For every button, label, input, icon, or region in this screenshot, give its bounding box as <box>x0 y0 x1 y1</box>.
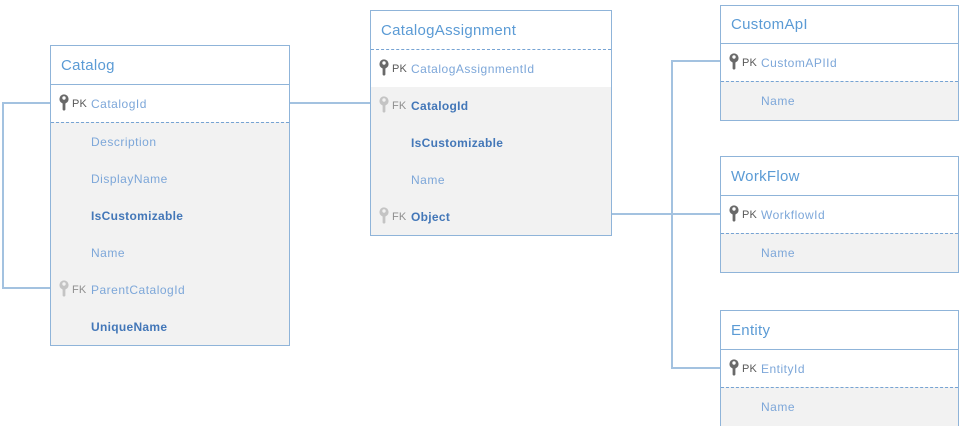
field-name: CatalogId <box>411 98 469 113</box>
field-row: IsCustomizable <box>371 124 611 161</box>
field-name: ParentCatalogId <box>91 282 186 297</box>
field-row: Name <box>51 234 289 271</box>
table-title: Entity <box>721 311 958 350</box>
entity-table-entity[interactable]: Entity PK EntityId Name <box>720 310 959 426</box>
field-name: Name <box>411 172 446 187</box>
attributes-section: Name <box>721 81 958 120</box>
entity-table-workflow[interactable]: WorkFlow PK WorkflowId Name <box>720 156 959 273</box>
attributes-section: Name <box>721 233 958 272</box>
pk-section: PK CatalogId <box>51 85 289 122</box>
table-title-text: Catalog <box>61 56 115 74</box>
key-cell: PK <box>721 358 761 379</box>
field-row: Name <box>721 82 958 120</box>
field-row: DisplayName <box>51 160 289 197</box>
key-type-label: FK <box>392 210 407 223</box>
field-row: FK ParentCatalogId <box>51 271 289 308</box>
field-row: Name <box>721 234 958 272</box>
catalog-self-reference-connector <box>2 102 50 289</box>
table-title: Catalog <box>51 46 289 85</box>
field-row: IsCustomizable <box>51 197 289 234</box>
fk-key-icon <box>379 206 389 224</box>
entity-table-customapi[interactable]: CustomApI PK CustomAPIId Name <box>720 5 959 121</box>
key-type-label: PK <box>742 362 758 375</box>
field-name: Name <box>761 400 796 414</box>
attributes-section: FK CatalogId IsCustomizable Name FK Obje… <box>371 87 611 235</box>
field-row: Name <box>371 161 611 198</box>
key-type-label: PK <box>392 62 408 75</box>
key-cell: PK <box>721 204 761 225</box>
field-name: Object <box>411 209 451 224</box>
table-title: CustomApI <box>721 6 958 44</box>
pk-key-icon <box>729 204 739 222</box>
entity-table-catalog[interactable]: Catalog PK CatalogId Description Display… <box>50 45 290 346</box>
key-type-label: PK <box>742 208 758 221</box>
pk-key-icon <box>59 93 69 111</box>
pk-key-icon <box>729 358 739 376</box>
pk-section: PK WorkflowId <box>721 196 958 233</box>
field-name: Name <box>91 245 126 260</box>
key-cell: FK <box>371 206 411 227</box>
field-name: Description <box>91 134 157 149</box>
field-name: UniqueName <box>91 319 168 334</box>
field-name: Name <box>761 246 796 260</box>
key-cell: PK <box>371 58 411 79</box>
table-title-text: CustomApI <box>731 16 808 33</box>
field-row: Description <box>51 123 289 160</box>
key-cell: PK <box>721 52 761 73</box>
field-row: PK CustomAPIId <box>721 44 958 81</box>
field-name: CatalogId <box>91 96 147 111</box>
attributes-section: Description DisplayName IsCustomizable N… <box>51 122 289 345</box>
entity-table-catalogassignment[interactable]: CatalogAssignment PK CatalogAssignmentId… <box>370 10 612 236</box>
key-cell: PK <box>51 93 91 114</box>
pk-section: PK CatalogAssignmentId <box>371 50 611 87</box>
table-title: CatalogAssignment <box>371 11 611 50</box>
field-name: EntityId <box>761 361 806 376</box>
table-title-text: WorkFlow <box>731 167 800 185</box>
key-type-label: PK <box>742 56 758 69</box>
field-name: IsCustomizable <box>411 135 504 150</box>
fk-key-icon <box>59 279 69 297</box>
field-row: Name <box>721 388 958 426</box>
key-cell: FK <box>51 279 91 300</box>
field-row: PK WorkflowId <box>721 196 958 233</box>
object-customapi-entity-connector <box>671 60 720 369</box>
field-name: Name <box>761 94 796 108</box>
pk-section: PK CustomAPIId <box>721 44 958 81</box>
field-row: PK EntityId <box>721 350 958 387</box>
pk-key-icon <box>729 52 739 70</box>
key-type-label: FK <box>72 283 87 296</box>
field-row: FK CatalogId <box>371 87 611 124</box>
table-title: WorkFlow <box>721 157 958 196</box>
field-name: WorkflowId <box>761 207 826 222</box>
pk-key-icon <box>379 58 389 76</box>
field-name: IsCustomizable <box>91 208 184 223</box>
key-cell: FK <box>371 95 411 116</box>
fk-key-icon <box>379 95 389 113</box>
field-row: PK CatalogAssignmentId <box>371 50 611 87</box>
field-name: CatalogAssignmentId <box>411 61 535 76</box>
field-row: PK CatalogId <box>51 85 289 122</box>
key-type-label: FK <box>392 99 407 112</box>
field-name: DisplayName <box>91 171 168 186</box>
field-row: FK Object <box>371 198 611 235</box>
key-type-label: PK <box>72 97 88 110</box>
attributes-section: Name <box>721 387 958 426</box>
field-row: UniqueName <box>51 308 289 345</box>
field-name: CustomAPIId <box>761 55 838 70</box>
table-title-text: Entity <box>731 321 771 339</box>
pk-section: PK EntityId <box>721 350 958 387</box>
table-title-text: CatalogAssignment <box>381 21 517 39</box>
